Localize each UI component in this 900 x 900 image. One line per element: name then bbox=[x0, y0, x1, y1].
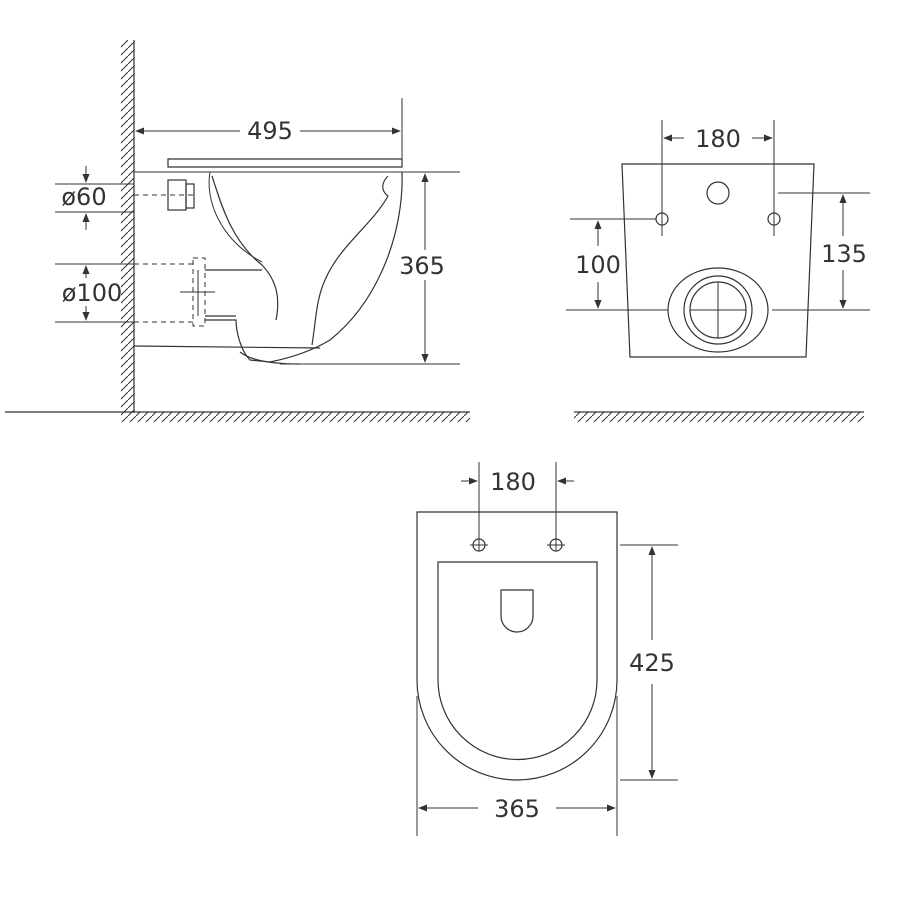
rear-view: 180 135 100 bbox=[566, 120, 870, 422]
top-bolt-spacing-label: 180 bbox=[490, 468, 536, 496]
rear-dimension-bolt-spacing: 180 bbox=[661, 120, 775, 236]
rear-inlet-height-label: 135 bbox=[821, 240, 867, 268]
rear-floor bbox=[574, 411, 864, 422]
inlet-diameter-label: ø60 bbox=[61, 183, 106, 211]
toilet-side-profile bbox=[133, 158, 460, 365]
depth-label: 495 bbox=[247, 117, 293, 145]
top-body-outline bbox=[416, 511, 618, 781]
top-dimension-bolt-spacing: 180 bbox=[461, 462, 574, 551]
dimension-inlet-diameter: ø60 bbox=[55, 166, 134, 230]
top-width-label: 365 bbox=[494, 795, 540, 823]
rear-bolt-spacing-label: 180 bbox=[695, 125, 741, 153]
rear-dimension-inlet-height: 135 bbox=[772, 192, 870, 311]
rear-outlet-height-label: 100 bbox=[575, 251, 621, 279]
inlet-hole bbox=[706, 181, 730, 205]
top-dimension-width: 365 bbox=[416, 696, 618, 836]
seat-hinge-cutout bbox=[500, 589, 534, 633]
height-label: 365 bbox=[399, 252, 445, 280]
rear-body-outline bbox=[621, 163, 815, 358]
outlet-diameter-label: ø100 bbox=[62, 279, 123, 307]
rear-dimension-outlet-height: 100 bbox=[566, 218, 668, 311]
side-view: 495 365 ø60 ø100 bbox=[5, 40, 470, 422]
top-length-label: 425 bbox=[629, 649, 675, 677]
top-bowl-outline bbox=[437, 561, 598, 761]
dimension-depth: 495 bbox=[135, 98, 403, 159]
top-view: 180 425 365 bbox=[416, 462, 678, 836]
floor bbox=[5, 411, 470, 422]
top-dimension-length: 425 bbox=[620, 544, 678, 781]
outlet-opening bbox=[667, 267, 769, 353]
wall bbox=[121, 40, 135, 412]
dimension-outlet-diameter: ø100 bbox=[55, 263, 134, 323]
dimension-height: 365 bbox=[398, 173, 452, 363]
